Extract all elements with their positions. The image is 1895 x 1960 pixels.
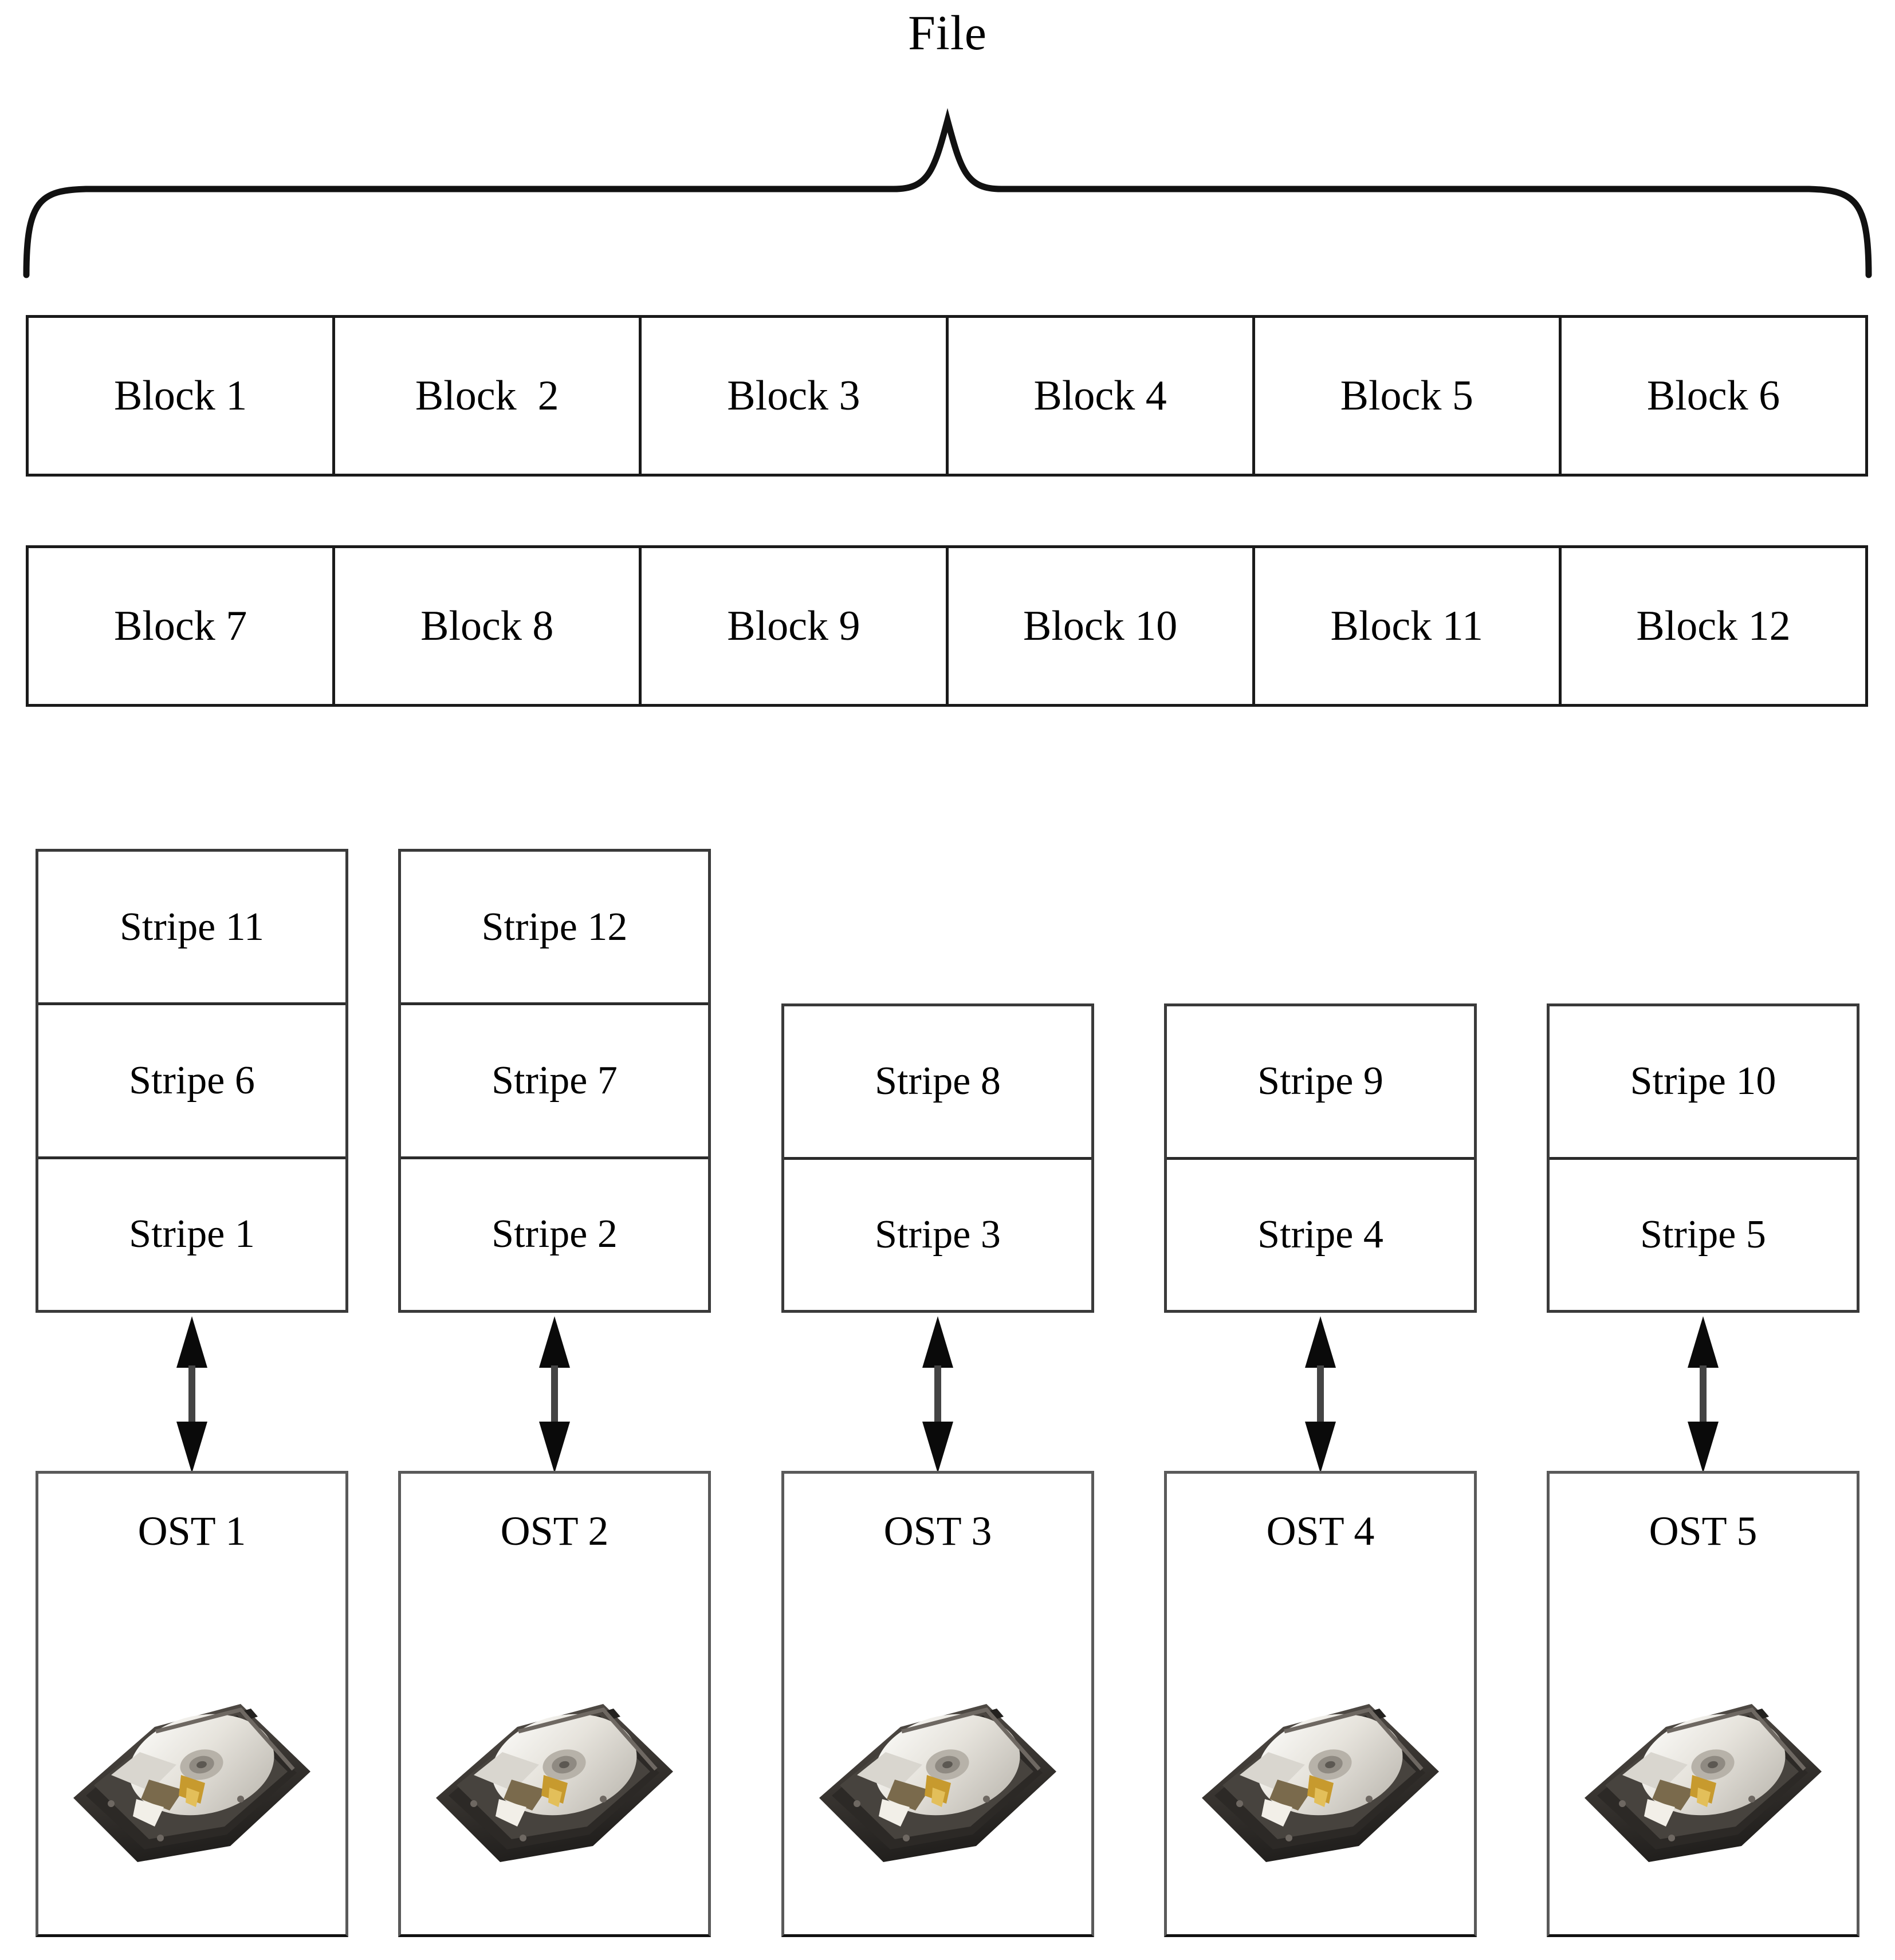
block-row-2: Block 7 Block 8 Block 9 Block 10 Block 1… — [26, 545, 1868, 707]
block-cell: Block 11 — [1255, 548, 1562, 704]
block-cell: Block 12 — [1636, 603, 1791, 650]
arrow-ost-5 — [1677, 1315, 1729, 1474]
block-cell: Block 6 — [1646, 372, 1780, 419]
stripe-cell: Stripe 7 — [401, 1005, 708, 1159]
block-cell: Block 9 — [642, 548, 949, 704]
stripe-cell: Stripe 12 — [401, 852, 708, 1006]
block-row-1: Block 1 Block 2 Block 3 Block 4 Block 5 … — [26, 315, 1868, 477]
stripe-cell: Stripe 4 — [1257, 1212, 1383, 1257]
ost-box-3: OST 3 — [781, 1471, 1094, 1937]
hard-disk-drive-icon — [1197, 1663, 1444, 1880]
ost-label: OST 1 — [137, 1508, 246, 1554]
hard-disk-drive-icon — [1580, 1663, 1826, 1880]
ost-label: OST 3 — [883, 1508, 992, 1554]
file-curly-brace — [0, 103, 1895, 292]
stripe-cell: Stripe 3 — [875, 1212, 1001, 1257]
ost-label: OST 4 — [1266, 1508, 1375, 1554]
stripe-column-1: Stripe 11 Stripe 6 Stripe 1 — [36, 849, 348, 1313]
block-cell: Block 3 — [642, 318, 949, 474]
block-cell: Block 1 — [29, 318, 336, 474]
page-title: File — [908, 5, 987, 60]
arrow-ost-2 — [529, 1315, 580, 1474]
ost-label: OST 2 — [500, 1508, 609, 1554]
ost-label: OST 5 — [1649, 1508, 1758, 1554]
ost-box-4: OST 4 — [1164, 1471, 1477, 1937]
arrow-ost-3 — [912, 1315, 964, 1474]
stripe-column-2: Stripe 12 Stripe 7 Stripe 2 — [398, 849, 711, 1313]
block-cell: Block 8 — [335, 548, 642, 704]
hard-disk-drive-icon — [815, 1663, 1061, 1880]
hard-disk-drive-icon — [69, 1663, 315, 1880]
stripe-column-4: Stripe 9 Stripe 4 — [1164, 1003, 1477, 1313]
stripe-cell: Stripe 11 — [38, 852, 345, 1006]
block-cell: Block 5 — [1255, 318, 1562, 474]
stripe-cell: Stripe 9 — [1167, 1006, 1474, 1160]
stripe-cell: Stripe 2 — [492, 1212, 618, 1257]
arrow-ost-4 — [1295, 1315, 1346, 1474]
block-cell: Block 7 — [29, 548, 336, 704]
hard-disk-drive-icon — [431, 1663, 678, 1880]
stripe-cell: Stripe 10 — [1550, 1006, 1857, 1160]
block-cell: Block 4 — [949, 318, 1255, 474]
stripe-column-3: Stripe 8 Stripe 3 — [781, 1003, 1094, 1313]
stripe-cell: Stripe 5 — [1640, 1212, 1766, 1257]
stripe-cell: Stripe 1 — [129, 1212, 255, 1257]
arrow-ost-1 — [166, 1315, 218, 1474]
ost-box-5: OST 5 — [1547, 1471, 1859, 1937]
stripe-cell: Stripe 8 — [784, 1006, 1091, 1160]
block-cell: Block 10 — [949, 548, 1255, 704]
stripe-cell: Stripe 6 — [38, 1005, 345, 1159]
block-cell: Block 2 — [335, 318, 642, 474]
ost-box-1: OST 1 — [36, 1471, 348, 1937]
stripe-column-5: Stripe 10 Stripe 5 — [1547, 1003, 1859, 1313]
ost-box-2: OST 2 — [398, 1471, 711, 1937]
